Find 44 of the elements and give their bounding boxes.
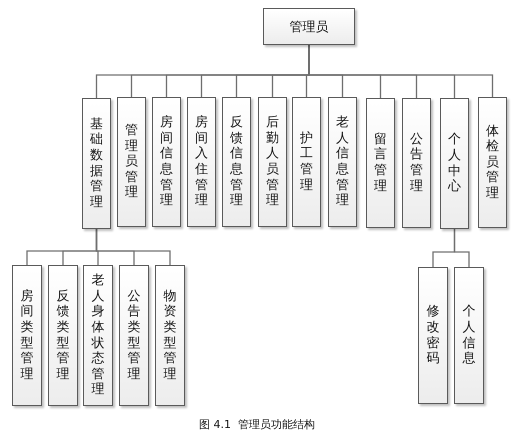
function-box	[83, 265, 113, 406]
function-box	[440, 98, 469, 229]
function-box	[152, 97, 181, 227]
box-label: 老人信息管理	[336, 115, 349, 209]
box-label: 管理员	[290, 18, 328, 36]
box-label: 物资类型管理	[164, 288, 176, 382]
function-box	[402, 98, 431, 228]
box-label: 体检员管理	[486, 124, 499, 202]
box-label: 房间信息管理	[160, 115, 173, 209]
function-box	[263, 8, 355, 45]
box-label: 管理员管理	[125, 123, 138, 201]
box-label: 公告类型管理	[128, 288, 140, 382]
function-box	[117, 97, 146, 227]
box-label: 公告管理	[410, 132, 423, 194]
function-box	[119, 265, 149, 406]
box-label: 修改密码	[426, 304, 440, 367]
function-box	[328, 97, 357, 227]
box-label: 后勤人员管理	[266, 115, 279, 209]
function-box	[155, 265, 185, 406]
function-box	[418, 267, 448, 404]
box-label: 反馈类型管理	[56, 288, 70, 382]
function-box	[82, 98, 111, 229]
function-box	[258, 97, 287, 227]
box-label: 老人身体状态管理	[92, 273, 104, 398]
box-label: 个人中心	[448, 132, 461, 195]
function-box	[12, 265, 42, 406]
figure-caption: 图 4.1 管理员功能结构	[199, 418, 315, 431]
function-box	[366, 98, 395, 228]
connector-line	[96, 229, 171, 265]
box-label: 房间类型管理	[20, 288, 34, 382]
function-box	[478, 97, 507, 228]
function-box	[292, 97, 321, 227]
box-label: 护工管理	[300, 130, 313, 194]
box-label: 留言管理	[374, 132, 387, 194]
connector-line	[454, 229, 470, 267]
function-box	[48, 265, 78, 406]
function-box	[222, 97, 251, 227]
function-box	[187, 97, 216, 227]
function-box	[454, 267, 484, 404]
box-label: 个人信息	[462, 304, 476, 367]
box-label: 房间入住管理	[195, 115, 208, 209]
connector-line	[308, 45, 494, 97]
box-label: 基础数据管理	[90, 116, 103, 210]
box-label: 反馈信息管理	[230, 115, 243, 209]
